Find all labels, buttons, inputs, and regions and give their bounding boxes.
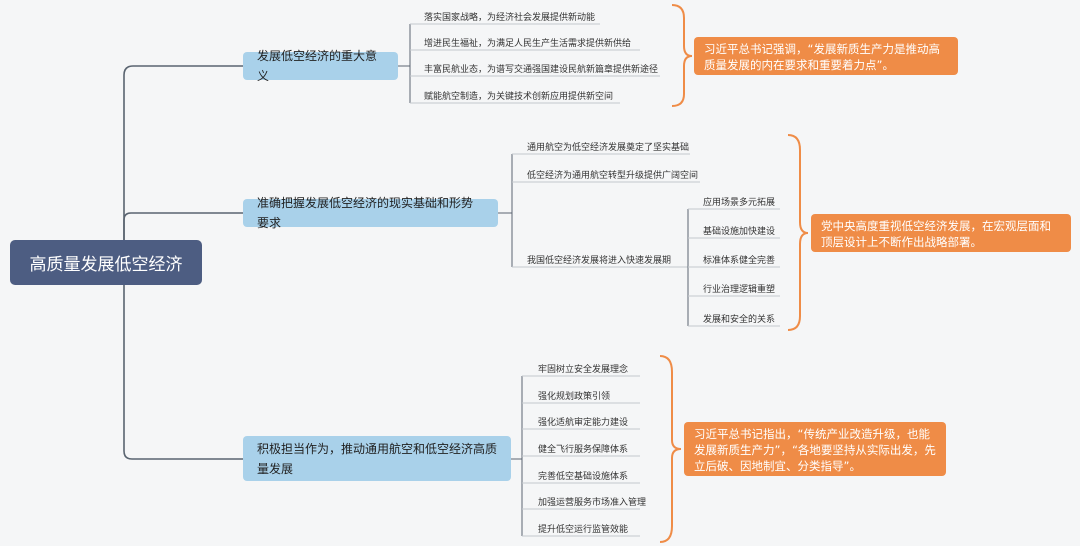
leaf-b3-1: 牢固树立安全发展理念 <box>538 365 629 375</box>
leaf-b2-3: 我国低空经济发展将进入快速发展期 <box>527 256 672 266</box>
leaf-b1-1: 落实国家战略，为经济社会发展提供新动能 <box>424 13 596 23</box>
leaf-b2-sub-1: 应用场景多元拓展 <box>703 198 776 208</box>
leaf-b2-1: 通用航空为低空经济发展奠定了坚实基础 <box>527 143 690 153</box>
bracket-b3 <box>659 355 682 543</box>
leaf-b1-2: 增进民生福祉，为满足人民生产生活需求提供新供给 <box>424 39 632 49</box>
leaf-b3-7: 提升低空运行监管效能 <box>538 525 629 535</box>
leaf-b3-5: 完善低空基础设施体系 <box>538 472 629 482</box>
leaf-b1-3: 丰富民航业态，为谱写交通强国建设民航新篇章提供新途径 <box>424 65 659 75</box>
leaf-b2-sub-3: 标准体系健全完善 <box>703 256 776 266</box>
note-b3: 习近平总书记指出，“传统产业改造升级，也能发展新质生产力”，“各地要坚持从实际出… <box>684 422 946 476</box>
connector-root-b1 <box>123 65 243 263</box>
leaf-b2-sub-5: 发展和安全的关系 <box>703 315 776 325</box>
note-b2: 党中央高度重视低空经济发展，在宏观层面和顶层设计上不断作出战略部署。 <box>811 214 1071 252</box>
bracket-b1 <box>671 4 693 107</box>
leaf-b3-2: 强化规划政策引领 <box>538 392 611 402</box>
leaf-b2-sub-4: 行业治理逻辑重塑 <box>703 285 776 295</box>
bracket-b2 <box>787 134 809 331</box>
branch-foundation[interactable]: 准确把握发展低空经济的现实基础和形势要求 <box>243 196 498 230</box>
branch-action[interactable]: 积极担当作为，推动通用航空和低空经济高质量发展 <box>243 436 511 481</box>
leaf-b3-4: 健全飞行服务保障体系 <box>538 445 629 455</box>
leaf-b3-6: 加强运营服务市场准入管理 <box>538 498 647 508</box>
leaf-b1-4: 赋能航空制造，为关键技术创新应用提供新空间 <box>424 92 614 102</box>
leaf-b3-3: 强化适航审定能力建设 <box>538 418 629 428</box>
root-node[interactable]: 高质量发展低空经济 <box>10 240 202 285</box>
branch-significance[interactable]: 发展低空经济的重大意义 <box>243 49 398 83</box>
connector-root-b2 <box>123 212 243 240</box>
connector-root-b3 <box>123 285 243 460</box>
note-b1: 习近平总书记强调，“发展新质生产力是推动高质量发展的内在要求和重要着力点”。 <box>694 37 958 75</box>
leaf-b2-sub-2: 基础设施加快建设 <box>703 227 776 237</box>
leaf-b2-2: 低空经济为通用航空转型升级提供广阔空间 <box>527 171 699 181</box>
